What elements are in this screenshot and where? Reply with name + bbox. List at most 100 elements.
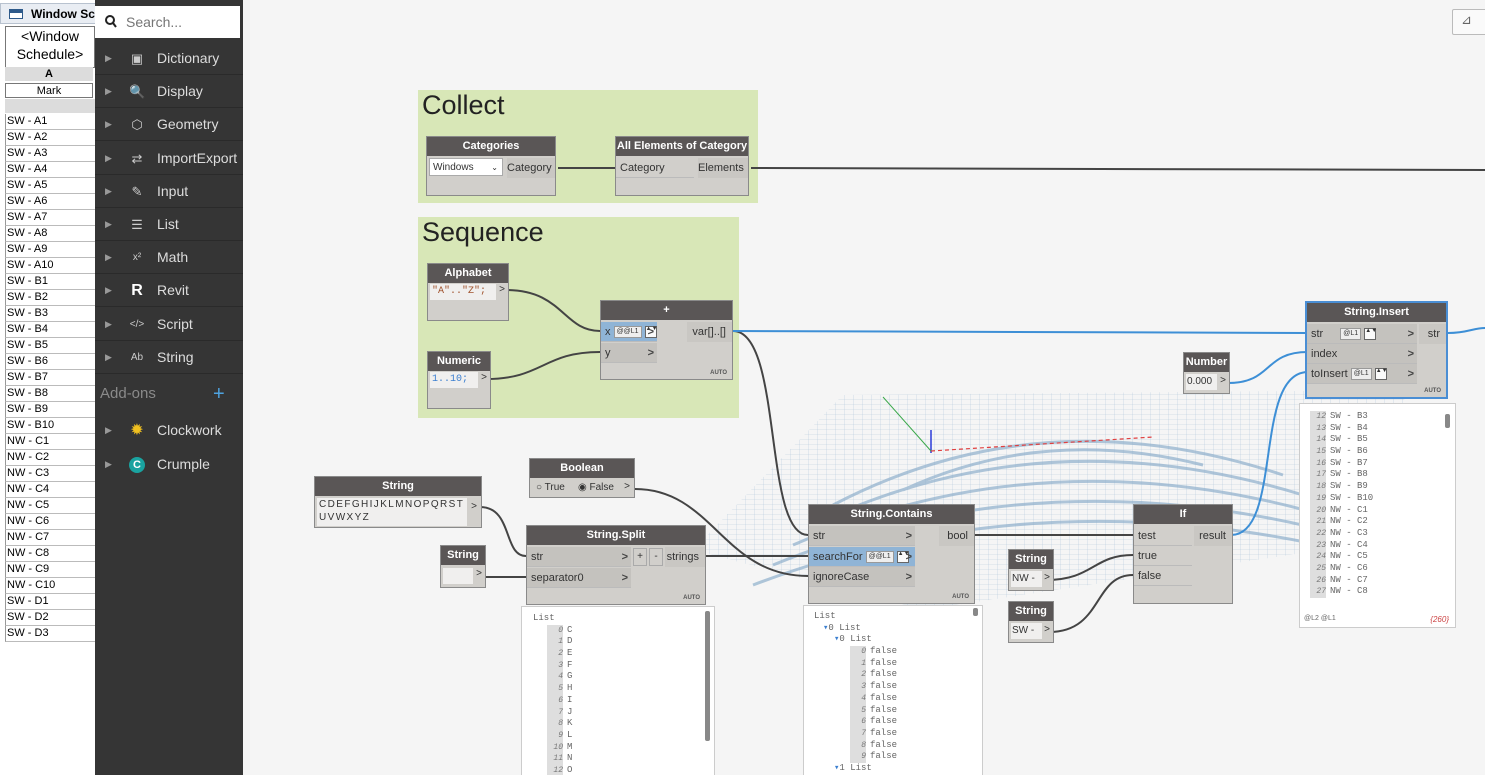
expand-arrow-icon[interactable]: ▶	[105, 152, 112, 163]
expand-arrow-icon[interactable]: ▶	[105, 285, 112, 296]
lacing-badge[interactable]: @L1	[1340, 328, 1362, 341]
schedule-row[interactable]: SW - A9	[5, 242, 95, 258]
schedule-row[interactable]: NW - C10	[5, 578, 95, 594]
schedule-row[interactable]: SW - B10	[5, 418, 95, 434]
expand-arrow-icon[interactable]: ▶	[105, 53, 112, 63]
port-str-out[interactable]: str	[1419, 324, 1446, 344]
node-string-split[interactable]: String.Split str> + - separator0> string…	[526, 525, 706, 605]
library-category-input[interactable]: ▶✎Input	[95, 175, 243, 208]
graph-workspace[interactable]: Collect Sequence	[243, 0, 1485, 775]
addon-clockwork[interactable]: ▶✹Clockwork	[95, 414, 243, 446]
node-alphabet[interactable]: Alphabet "A".."Z"; >	[427, 263, 509, 321]
library-category-script[interactable]: ▶</>Script	[95, 308, 243, 341]
port-elements-out[interactable]: Elements	[698, 158, 748, 178]
schedule-row[interactable]: SW - A6	[5, 194, 95, 210]
geometry-view-toggle[interactable]: ⊿	[1452, 9, 1485, 35]
output-chevron[interactable]: >	[471, 501, 477, 512]
code-block-numeric[interactable]: 1..10;	[430, 372, 478, 388]
search-input[interactable]	[126, 12, 234, 32]
category-dropdown[interactable]: Windows ⌄	[429, 158, 503, 176]
boolean-radio-false[interactable]: ◉ False	[578, 482, 614, 493]
expand-icon[interactable]: ▾	[834, 634, 840, 645]
node-string-input[interactable]: String CDEFGHIJKLMNOPQRST UVWXYZ >	[314, 476, 482, 528]
node-categories[interactable]: Categories Windows ⌄ Category	[426, 136, 556, 196]
output-chevron[interactable]: >	[1220, 375, 1226, 386]
schedule-row[interactable]: SW - B7	[5, 370, 95, 386]
library-category-dictionary[interactable]: ▶▣Dictionary	[95, 42, 243, 75]
port-category-out[interactable]: Category	[507, 158, 555, 178]
schedule-row[interactable]: NW - C6	[5, 514, 95, 530]
schedule-row[interactable]: SW - B9	[5, 402, 95, 418]
port-strings-out[interactable]: strings	[665, 547, 705, 567]
string-input-field[interactable]: CDEFGHIJKLMNOPQRST UVWXYZ	[317, 498, 467, 526]
schedule-row[interactable]: SW - A7	[5, 210, 95, 226]
port-bool-out[interactable]: bool	[939, 526, 974, 546]
schedule-row[interactable]: SW - A5	[5, 178, 95, 194]
port-test-in[interactable]: test	[1134, 526, 1192, 546]
spinner-icon[interactable]: ▲▼	[1364, 328, 1377, 341]
add-icon[interactable]: +	[213, 383, 225, 405]
expand-arrow-icon[interactable]: ▶	[105, 318, 112, 329]
scrollbar-thumb[interactable]	[705, 611, 710, 741]
expand-arrow-icon[interactable]: ▶	[105, 252, 112, 263]
schedule-row[interactable]: NW - C7	[5, 530, 95, 546]
string-nw-field[interactable]: NW -	[1011, 571, 1042, 587]
library-search[interactable]	[95, 6, 240, 38]
port-category-in[interactable]: Category	[616, 158, 694, 178]
expand-arrow-icon[interactable]: ▶	[105, 425, 112, 435]
library-category-list[interactable]: ▶☰List	[95, 208, 243, 241]
schedule-row[interactable]: SW - B1	[5, 274, 95, 290]
port-index-in[interactable]: index>	[1307, 344, 1417, 364]
output-chevron[interactable]: >	[1044, 572, 1050, 583]
node-numeric[interactable]: Numeric 1..10; >	[427, 351, 491, 409]
remove-input-button[interactable]: -	[649, 548, 663, 566]
port-x-in[interactable]: x @@L1 ▲▼ >	[601, 322, 658, 342]
port-toinsert-in[interactable]: toInsert @L1 ▲▼ >	[1307, 364, 1417, 384]
node-all-elements-of-category[interactable]: All Elements of Category Category Elemen…	[615, 136, 749, 196]
node-string-insert[interactable]: String.Insert str @L1 ▲▼ > index> toInse…	[1305, 301, 1448, 399]
preview-sublist[interactable]: ▾0 List	[834, 634, 872, 645]
port-false-in[interactable]: false	[1134, 566, 1192, 586]
schedule-row[interactable]: SW - A8	[5, 226, 95, 242]
schedule-row[interactable]: SW - D2	[5, 610, 95, 626]
schedule-row[interactable]: NW - C3	[5, 466, 95, 482]
node-string-nw[interactable]: String NW - >	[1008, 549, 1054, 591]
port-var-out[interactable]: var[]..[]	[687, 322, 732, 342]
scrollbar-thumb[interactable]	[973, 608, 978, 616]
node-string-sw[interactable]: String SW - >	[1008, 601, 1054, 643]
preview-sublist[interactable]: ▾1 List	[834, 762, 872, 773]
lacing-badge[interactable]: @L1	[1350, 368, 1372, 381]
schedule-row[interactable]: SW - B5	[5, 338, 95, 354]
node-boolean[interactable]: Boolean ○ True ◉ False >	[529, 458, 635, 498]
port-y-in[interactable]: y>	[601, 343, 657, 363]
port-str-in[interactable]: str>	[527, 547, 631, 567]
schedule-tab[interactable]: Window Sc	[0, 3, 96, 24]
output-chevron[interactable]: >	[624, 481, 630, 492]
expand-arrow-icon[interactable]: ▶	[105, 119, 112, 130]
string-sw-field[interactable]: SW -	[1011, 623, 1042, 639]
port-true-in[interactable]: true	[1134, 546, 1192, 566]
schedule-row[interactable]: SW - B4	[5, 322, 95, 338]
spinner-icon[interactable]: ▲▼	[644, 326, 658, 339]
library-category-geometry[interactable]: ▶⬡Geometry	[95, 108, 243, 142]
expand-arrow-icon[interactable]: ▶	[105, 219, 112, 229]
schedule-row[interactable]: SW - A3	[5, 146, 95, 162]
expand-icon[interactable]: ▾	[823, 622, 829, 633]
code-block-alphabet[interactable]: "A".."Z";	[430, 284, 496, 300]
library-category-importexport[interactable]: ▶⇄ImportExport	[95, 142, 243, 175]
expand-arrow-icon[interactable]: ▶	[105, 185, 112, 196]
expand-arrow-icon[interactable]: ▶	[105, 351, 112, 362]
output-chevron[interactable]: >	[476, 568, 482, 579]
expand-arrow-icon[interactable]: ▶	[105, 86, 112, 97]
schedule-row[interactable]: NW - C9	[5, 562, 95, 578]
schedule-row[interactable]: SW - A2	[5, 130, 95, 146]
node-number[interactable]: Number 0.000 >	[1183, 352, 1230, 394]
library-category-display[interactable]: ▶🔍Display	[95, 75, 243, 109]
preview-sublist[interactable]: ▾0 List	[823, 622, 861, 633]
lacing-badge[interactable]: @@L1	[613, 326, 642, 339]
port-separator-in[interactable]: separator0>	[527, 568, 631, 588]
